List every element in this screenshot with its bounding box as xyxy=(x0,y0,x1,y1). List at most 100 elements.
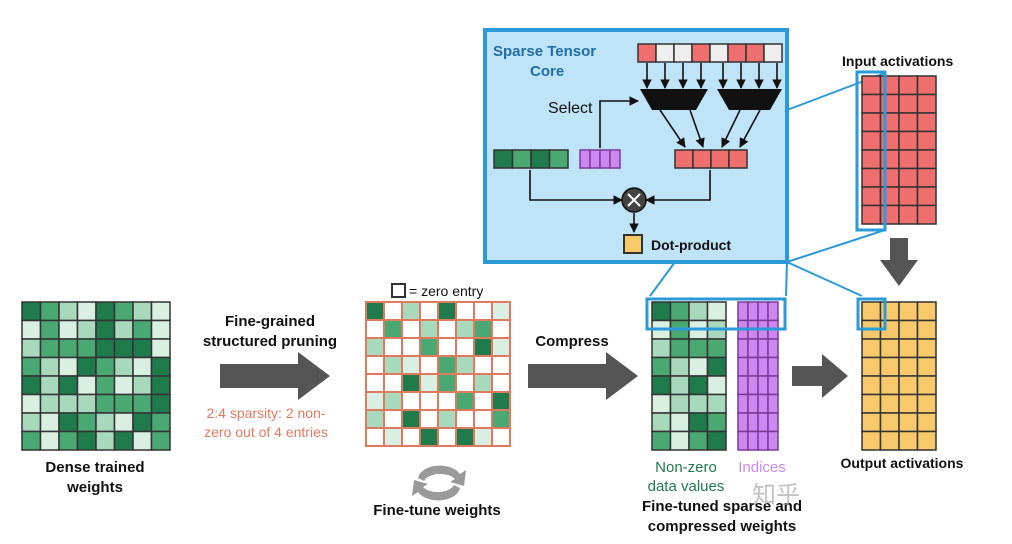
output-cell xyxy=(916,319,937,340)
dense-cell xyxy=(132,338,153,359)
dot-product-label: Dot-product xyxy=(651,237,731,253)
index-cell xyxy=(767,412,779,433)
output-activations-label: Output activations xyxy=(841,455,964,471)
pruned-cell xyxy=(419,355,439,375)
input-cell xyxy=(898,93,919,114)
output-cell xyxy=(861,356,882,377)
pruned-cell xyxy=(383,301,403,321)
pruned-cell xyxy=(401,427,421,447)
input-cell xyxy=(898,112,919,133)
dense-weights-grid xyxy=(21,301,171,451)
index-cell xyxy=(757,412,769,433)
pruned-cell xyxy=(437,355,457,375)
index-cell xyxy=(757,393,769,414)
input-cell xyxy=(898,204,919,225)
dense-cell xyxy=(58,356,79,377)
pruned-cell xyxy=(419,301,439,321)
dense-cell xyxy=(21,301,42,322)
dense-cell xyxy=(39,301,60,322)
core-title-line2: Core xyxy=(530,63,564,80)
pruned-cell xyxy=(401,373,421,393)
pruned-cell xyxy=(383,373,403,393)
pruned-cell xyxy=(383,427,403,447)
pruned-cell xyxy=(491,301,511,321)
compressed-cell xyxy=(706,412,727,433)
index-cell xyxy=(737,338,749,359)
dense-cell xyxy=(95,338,116,359)
sparsity-label-line1: 2:4 sparsity: 2 non- xyxy=(206,405,325,421)
mux-left xyxy=(640,89,708,110)
index-cell xyxy=(737,412,749,433)
compressed-cell xyxy=(706,356,727,377)
pruned-cell xyxy=(437,391,457,411)
pruned-cell xyxy=(473,319,493,339)
input-cell xyxy=(916,112,937,133)
pruned-cell xyxy=(383,337,403,357)
compressed-cell xyxy=(688,338,709,359)
index-cell xyxy=(747,301,759,322)
index-cell xyxy=(767,393,779,414)
dense-cell xyxy=(113,430,134,451)
pruned-cell xyxy=(491,391,511,411)
core-index-cell xyxy=(609,149,621,169)
pruned-cell xyxy=(437,337,457,357)
pruned-cell xyxy=(491,373,511,393)
index-cell xyxy=(757,430,769,451)
index-cell xyxy=(747,430,759,451)
output-cell xyxy=(916,375,937,396)
core-nonzero-cell xyxy=(511,149,532,169)
pruned-cell xyxy=(455,337,475,357)
dense-cell xyxy=(58,412,79,433)
dense-cell xyxy=(76,393,97,414)
input-cell xyxy=(861,75,882,96)
dense-cell xyxy=(58,319,79,340)
compressed-cell xyxy=(669,393,690,414)
output-cell xyxy=(879,412,900,433)
compressed-values-grid xyxy=(651,301,727,451)
input-to-output-arrow xyxy=(880,238,918,286)
dense-cell xyxy=(21,338,42,359)
pruning-label-line2: structured pruning xyxy=(203,333,337,350)
dense-cell xyxy=(132,430,153,451)
core-input-cell xyxy=(673,43,693,63)
index-cell xyxy=(767,338,779,359)
dense-cell xyxy=(58,375,79,396)
pruning-label-line1: Fine-grained xyxy=(225,313,315,330)
nonzero-label-line2: data values xyxy=(648,478,725,495)
output-cell xyxy=(898,430,919,451)
core-title-line1: Sparse Tensor xyxy=(493,43,596,60)
pruned-cell xyxy=(491,319,511,339)
pruned-cell xyxy=(473,427,493,447)
mux-right xyxy=(717,89,782,110)
core-input-cell xyxy=(709,43,729,63)
output-cell xyxy=(879,375,900,396)
compressed-cell xyxy=(688,301,709,322)
input-cell xyxy=(879,75,900,96)
index-cell xyxy=(757,356,769,377)
index-cell xyxy=(757,375,769,396)
dense-cell xyxy=(95,375,116,396)
dense-cell xyxy=(150,375,171,396)
select-label: Select xyxy=(548,100,593,117)
dense-cell xyxy=(21,430,42,451)
input-cell xyxy=(898,186,919,207)
input-column-highlight xyxy=(855,70,887,232)
input-cell xyxy=(898,75,919,96)
dense-cell xyxy=(113,319,134,340)
index-cell xyxy=(757,338,769,359)
multiply-symbol xyxy=(627,193,641,207)
input-cell xyxy=(879,186,900,207)
dense-cell xyxy=(76,375,97,396)
compressed-label-line2: compressed weights xyxy=(648,518,796,535)
core-selected-cell xyxy=(728,149,748,169)
output-cell xyxy=(861,375,882,396)
pruned-cell xyxy=(365,373,385,393)
pruned-cell xyxy=(419,409,439,429)
input-cell xyxy=(879,130,900,151)
dense-cell xyxy=(76,430,97,451)
dense-cell xyxy=(95,301,116,322)
input-cell xyxy=(879,93,900,114)
blue-connector-lines xyxy=(649,72,886,297)
index-cell xyxy=(737,430,749,451)
compressed-cell xyxy=(669,356,690,377)
